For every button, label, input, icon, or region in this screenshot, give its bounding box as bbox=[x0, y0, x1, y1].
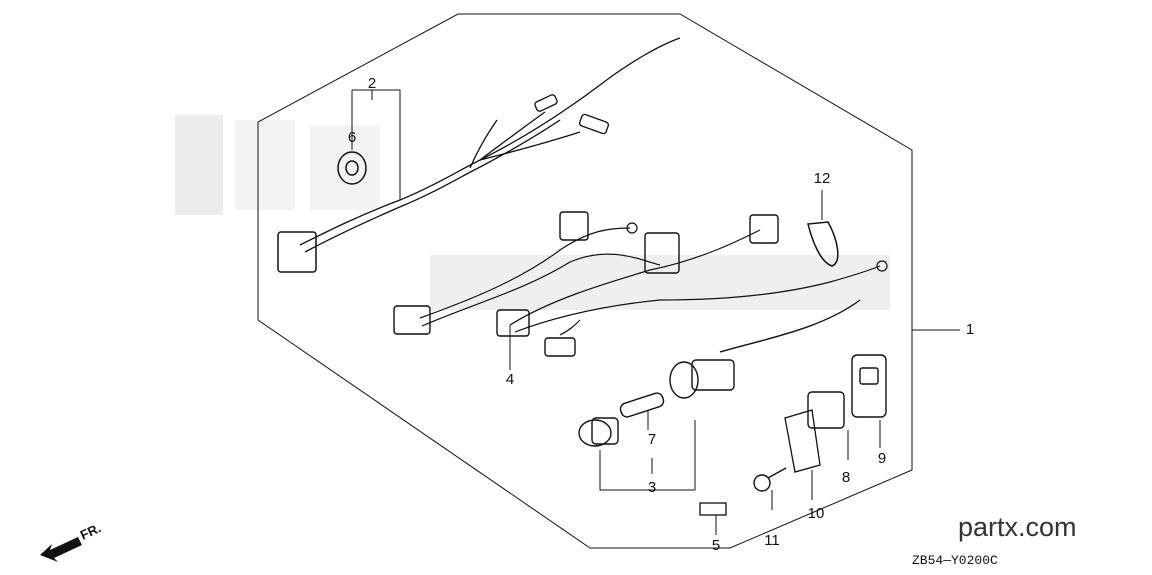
callout-5: 5 bbox=[712, 537, 720, 554]
main-harness bbox=[277, 37, 681, 273]
leader-lines bbox=[351, 89, 960, 535]
cover bbox=[807, 391, 845, 429]
grommet bbox=[337, 151, 367, 185]
callout-7: 7 bbox=[648, 431, 656, 448]
socket-assembly bbox=[578, 299, 861, 447]
callout-3: 3 bbox=[648, 479, 656, 496]
callout-12: 12 bbox=[814, 170, 831, 187]
sub-harness bbox=[393, 211, 888, 357]
plate bbox=[784, 409, 821, 473]
label-plate bbox=[699, 502, 727, 516]
callout-6: 6 bbox=[348, 129, 356, 146]
callout-9: 9 bbox=[878, 450, 886, 467]
brand-logo: partx.com bbox=[958, 512, 1077, 542]
coupler bbox=[851, 354, 887, 418]
callout-1: 1 bbox=[966, 321, 974, 338]
watermark bbox=[175, 115, 890, 310]
callout-11: 11 bbox=[764, 532, 780, 549]
callout-8: 8 bbox=[842, 469, 850, 486]
callout-4: 4 bbox=[506, 371, 514, 388]
clip bbox=[807, 221, 839, 267]
callout-10: 10 bbox=[808, 505, 825, 522]
front-direction-arrow-icon bbox=[40, 537, 82, 562]
bolt bbox=[753, 467, 787, 492]
callout-2: 2 bbox=[368, 75, 376, 92]
diagram-code: ZB54—Y0200C bbox=[912, 553, 998, 568]
kit-boundary bbox=[257, 13, 913, 549]
